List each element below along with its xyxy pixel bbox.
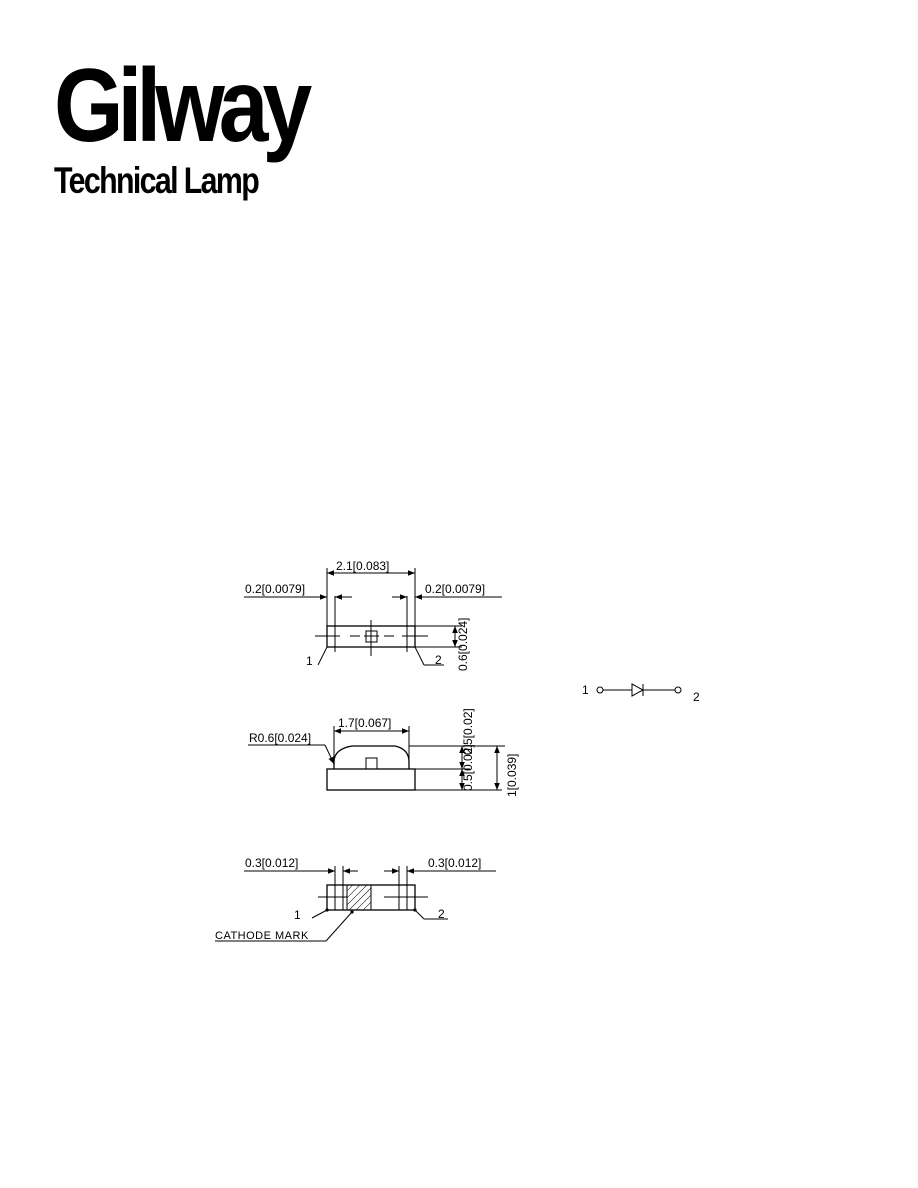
diode-triangle-icon — [631, 683, 645, 697]
dim-total-height: 1[0.039] — [505, 754, 519, 797]
dim-body-height: 0.6[0.024] — [456, 618, 470, 671]
dim-left-offset: 0.2[0.0079] — [245, 582, 305, 596]
dim-lens-height: 0.5[0.02] — [461, 708, 475, 755]
top-view: 2.1[0.083] 0.2[0.0079] 0.2[0.0079] 0.6[0… — [244, 559, 502, 671]
dim-base-height: 0.5[0.02] — [461, 744, 475, 791]
dim-right-offset: 0.2[0.0079] — [425, 582, 485, 596]
side-view-base — [326, 768, 416, 791]
bottom-pin-1: 1 — [294, 908, 301, 922]
logo-brand-name: Gilway — [54, 48, 312, 164]
dim-lens-radius: R0.6[0.024] — [249, 731, 311, 745]
gilway-logo: Gilway Technical Lamp — [50, 54, 390, 210]
dim-lens-width: 1.7[0.067] — [338, 716, 391, 730]
side-view-lens — [333, 745, 410, 769]
diode-schematic: 1 2 — [582, 683, 700, 704]
dim-right-pad: 0.3[0.012] — [428, 856, 481, 870]
bottom-view: 0.3[0.012] 0.3[0.012] 1 2 CATHODE MARK — [215, 856, 496, 942]
side-view-chip — [365, 757, 378, 770]
cathode-mark-hatch — [346, 884, 372, 911]
schematic-terminal-1 — [596, 686, 604, 694]
top-pin-2: 2 — [435, 653, 442, 667]
schematic-terminal-2 — [674, 686, 682, 694]
dim-left-pad: 0.3[0.012] — [245, 856, 298, 870]
bottom-pin-2: 2 — [438, 907, 445, 921]
top-pin-1: 1 — [306, 654, 313, 668]
logo-tagline: Technical Lamp — [54, 160, 260, 201]
dim-overall-width: 2.1[0.083] — [336, 559, 389, 573]
side-view: 1.7[0.067] R0.6[0.024] 0.5[0.02] 0.5[0.0… — [248, 708, 519, 797]
cathode-mark-label: CATHODE MARK — [215, 930, 309, 942]
schematic-pin-1: 1 — [582, 683, 589, 697]
schematic-pin-2: 2 — [693, 690, 700, 704]
